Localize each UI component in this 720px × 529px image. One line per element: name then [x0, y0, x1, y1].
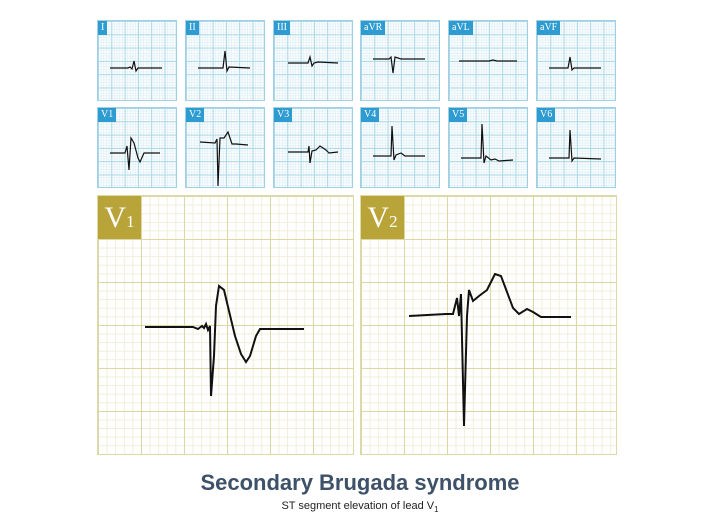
- ecg-trace: [373, 55, 425, 74]
- lead-label: V3: [274, 108, 293, 122]
- small-panel-v3: V3: [273, 107, 353, 188]
- small-panel-i: I: [97, 20, 177, 101]
- figure-subtitle: ST segment elevation of lead V1: [281, 500, 439, 515]
- small-panel-avl: aVL: [448, 20, 528, 101]
- small-panel-v4: V4: [360, 107, 440, 188]
- lead-label: III: [274, 21, 290, 35]
- lead-label: I: [98, 21, 108, 35]
- lead-label: V2: [186, 108, 205, 122]
- small-panel-v6: V6: [536, 107, 616, 188]
- small-panel-v2: V2: [185, 107, 265, 188]
- ecg-trace: [373, 125, 425, 161]
- small-panel-ii: II: [185, 20, 265, 101]
- small-panel-avf: aVF: [536, 20, 616, 101]
- lead-label: II: [186, 21, 199, 35]
- lead-label: V1: [98, 196, 141, 239]
- ecg-trace: [459, 59, 517, 62]
- ecg-trace: [288, 145, 339, 164]
- small-panel-v5: V5: [448, 107, 528, 188]
- ecg-trace: [110, 60, 162, 73]
- lead-label: aVL: [449, 21, 473, 35]
- lead-label: aVR: [361, 21, 386, 35]
- small-panel-iii: III: [273, 20, 353, 101]
- ecg-trace: [145, 284, 304, 397]
- lead-label: V2: [361, 196, 404, 239]
- ecg-trace: [549, 56, 601, 72]
- lead-label: aVF: [537, 21, 561, 35]
- small-panel-avr: aVR: [360, 20, 440, 101]
- ecg-trace: [549, 129, 602, 163]
- big-panel-v1: V1: [97, 195, 354, 455]
- ecg-trace: [408, 272, 571, 427]
- lead-label: V4: [361, 108, 380, 122]
- lead-label: V1: [98, 108, 117, 122]
- lead-label: V6: [537, 108, 556, 122]
- big-panel-v2: V2: [360, 195, 617, 455]
- figure-title: Secondary Brugada syndrome: [200, 470, 520, 495]
- small-panel-v1: V1: [97, 107, 177, 188]
- ecg-trace: [461, 123, 514, 164]
- ecg-trace: [199, 130, 249, 187]
- lead-label: V5: [449, 108, 468, 122]
- ecg-trace: [198, 50, 251, 74]
- ecg-trace: [110, 136, 160, 171]
- ecg-trace: [288, 54, 339, 68]
